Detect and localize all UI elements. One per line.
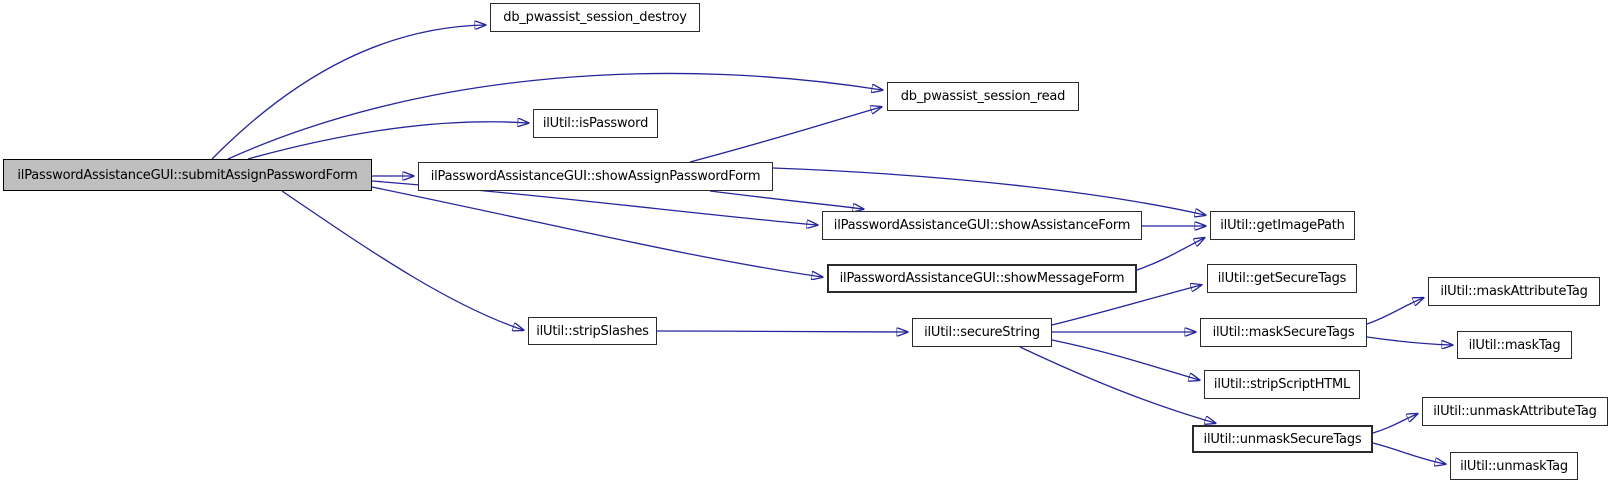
node-db-pwassist-session-read[interactable]: db_pwassist_session_read bbox=[887, 82, 1079, 111]
edge-strip-slashes-to-secure-string bbox=[656, 331, 907, 332]
edge-show-assign-to-db-pwassist-session-read bbox=[689, 107, 881, 163]
node-strip-slashes[interactable]: ilUtil::stripSlashes bbox=[528, 317, 657, 345]
node-unmask-attribute-tag[interactable]: ilUtil::unmaskAttributeTag bbox=[1422, 397, 1608, 426]
node-mask-secure-tags[interactable]: ilUtil::maskSecureTags bbox=[1200, 318, 1367, 347]
node-secure-string[interactable]: ilUtil::secureString bbox=[912, 318, 1052, 347]
edge-mask-secure-tags-to-mask-attribute-tag bbox=[1366, 298, 1423, 325]
node-show-message-form[interactable]: ilPasswordAssistanceGUI::showMessageForm bbox=[827, 264, 1137, 293]
edge-main-to-db-pwassist-session-read bbox=[227, 72, 882, 160]
edge-show-assign-to-show-assistance-form bbox=[709, 190, 863, 209]
edge-show-assign-to-get-image-path bbox=[772, 167, 1205, 215]
edge-mask-secure-tags-to-mask-tag bbox=[1366, 336, 1452, 345]
edge-unmask-secure-tags-to-unmask-tag bbox=[1372, 442, 1445, 464]
edge-main-to-strip-slashes bbox=[281, 190, 523, 330]
edge-secure-string-to-strip-script-html bbox=[1051, 339, 1199, 380]
node-show-assistance-form[interactable]: ilPasswordAssistanceGUI::showAssistanceF… bbox=[822, 211, 1142, 240]
node-db-pwassist-session-destroy[interactable]: db_pwassist_session_destroy bbox=[490, 3, 700, 32]
edge-secure-string-to-unmask-secure-tags bbox=[1019, 346, 1215, 423]
node-show-assign-password-form[interactable]: ilPasswordAssistanceGUI::showAssignPassw… bbox=[418, 162, 773, 191]
edge-show-message-to-get-image-path bbox=[1136, 238, 1204, 271]
node-is-password[interactable]: ilUtil::isPassword bbox=[533, 109, 658, 138]
edge-unmask-secure-tags-to-unmask-attribute-tag bbox=[1372, 414, 1417, 434]
node-strip-script-html[interactable]: ilUtil::stripScriptHTML bbox=[1204, 370, 1360, 399]
node-get-secure-tags[interactable]: ilUtil::getSecureTags bbox=[1207, 264, 1357, 293]
node-mask-tag[interactable]: ilUtil::maskTag bbox=[1457, 331, 1572, 359]
node-unmask-secure-tags[interactable]: ilUtil::unmaskSecureTags bbox=[1192, 425, 1373, 453]
node-submit-assign-password-form: ilPasswordAssistanceGUI::submitAssignPas… bbox=[3, 159, 372, 191]
node-get-image-path[interactable]: ilUtil::getImagePath bbox=[1210, 211, 1355, 240]
edge-main-to-show-message-form bbox=[371, 186, 822, 277]
node-unmask-tag[interactable]: ilUtil::unmaskTag bbox=[1450, 452, 1578, 480]
node-mask-attribute-tag[interactable]: ilUtil::maskAttributeTag bbox=[1428, 277, 1600, 306]
edge-main-to-db-pwassist-session-destroy bbox=[211, 25, 485, 160]
edge-secure-string-to-get-secure-tags bbox=[1051, 285, 1201, 326]
edge-main-to-is-password bbox=[247, 122, 528, 160]
